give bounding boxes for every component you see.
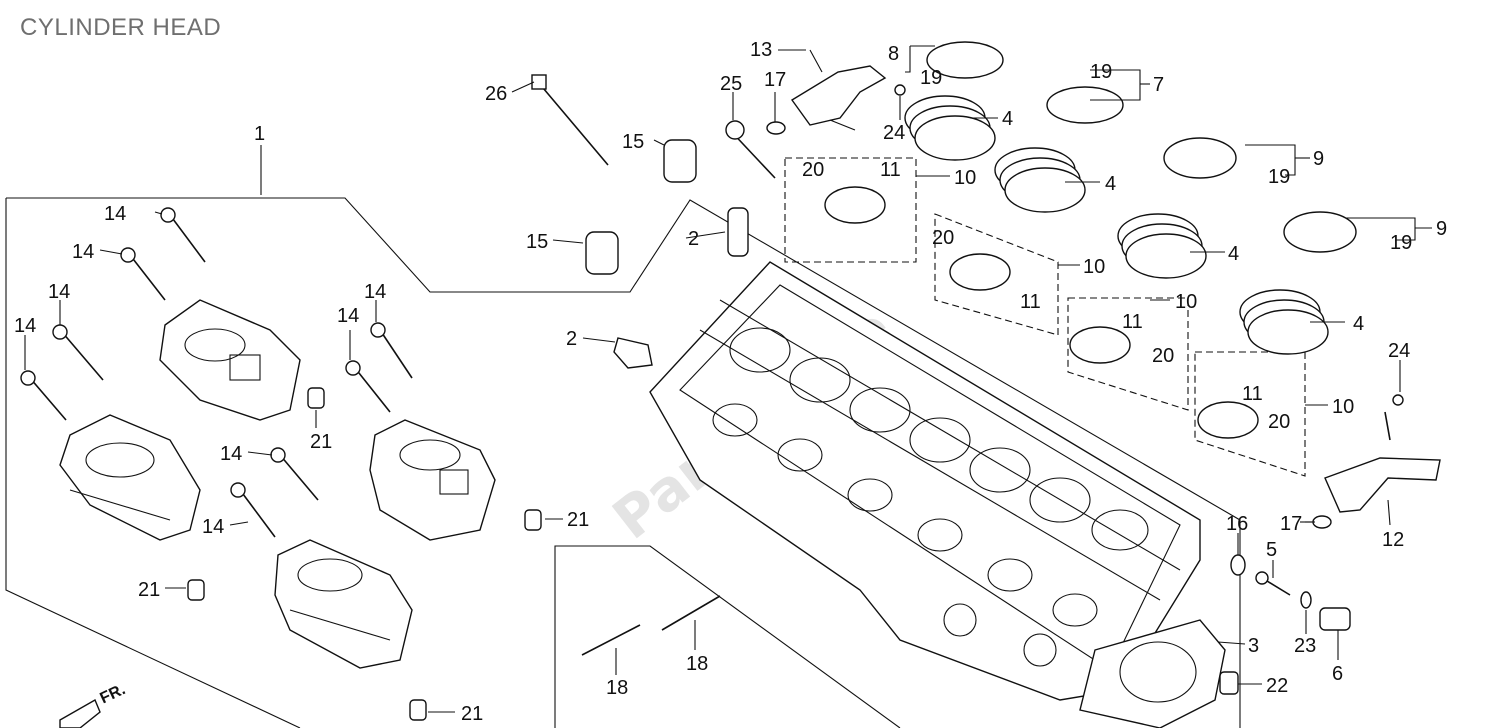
callout-10: 10 (1332, 396, 1354, 418)
callout-11: 11 (1242, 383, 1263, 405)
front-marker: FR. (59, 681, 129, 728)
callout-9: 9 (1436, 218, 1447, 240)
callout-14: 14 (72, 241, 94, 263)
callout-21: 21 (567, 509, 589, 531)
cam-holder-lower-left (59, 414, 201, 541)
cam-holder-center (369, 419, 496, 541)
callout-21: 21 (461, 703, 483, 725)
callout-18: 18 (606, 677, 628, 699)
callout-14: 14 (104, 203, 126, 225)
svg-text:FR.: FR. (98, 681, 129, 707)
leader-lines (24, 45, 1432, 713)
group-frame-studs (554, 545, 901, 728)
page-title: CYLINDER HEAD (20, 14, 222, 41)
callout-6: 6 (1332, 663, 1343, 685)
callout-4: 4 (1105, 173, 1116, 195)
small-parts (187, 74, 1404, 721)
callout-19: 19 (1268, 166, 1290, 188)
callout-19: 19 (920, 67, 942, 89)
callout-20: 20 (1152, 345, 1174, 367)
callout-10: 10 (954, 167, 976, 189)
callout-4: 4 (1002, 108, 1013, 130)
callout-25: 25 (720, 73, 742, 95)
callout-18: 18 (686, 653, 708, 675)
callout-21: 21 (310, 431, 332, 453)
callout-9: 9 (1313, 148, 1324, 170)
callout-13: 13 (750, 39, 772, 61)
callout-12: 12 (1382, 529, 1404, 551)
cam-holder-bottom (274, 539, 413, 669)
callout-20: 20 (802, 159, 824, 181)
group-frame-10c (1067, 297, 1189, 411)
callout-3: 3 (1248, 635, 1259, 657)
callout-11: 11 (1122, 311, 1143, 333)
head-gasket (1079, 619, 1226, 728)
cylinder-head (649, 261, 1201, 701)
callout-2: 2 (688, 228, 699, 250)
callout-23: 23 (1294, 635, 1316, 657)
callout-15: 15 (526, 231, 548, 253)
callout-4: 4 (1353, 313, 1364, 335)
group-frame-10a (784, 157, 917, 263)
callout-7: 7 (1153, 74, 1164, 96)
callout-19: 19 (1090, 61, 1112, 83)
insulators (904, 95, 1329, 355)
callout-24: 24 (1388, 340, 1410, 362)
callout-1: 1 (254, 123, 265, 145)
callout-17: 17 (764, 69, 786, 91)
callout-labels: 1 2 2 3 4 4 4 4 5 6 7 8 9 9 10 10 10 10 … (14, 39, 1447, 725)
callout-14: 14 (337, 305, 359, 327)
callout-20: 20 (1268, 411, 1290, 433)
callout-10: 10 (1175, 291, 1197, 313)
callout-14: 14 (220, 443, 242, 465)
callout-14: 14 (48, 281, 70, 303)
callout-2: 2 (566, 328, 577, 350)
group-frame-head (6, 197, 1241, 728)
callout-21: 21 (138, 579, 160, 601)
group-frame-10b (934, 213, 1059, 336)
callout-10: 10 (1083, 256, 1105, 278)
cam-holder-upper-left (159, 299, 301, 421)
water-pipe-upper (790, 49, 887, 131)
callout-20: 20 (932, 227, 954, 249)
callout-16: 16 (1226, 513, 1248, 535)
callout-26: 26 (485, 83, 507, 105)
callout-14: 14 (202, 516, 224, 538)
callout-14: 14 (14, 315, 36, 337)
water-pipe-right (1324, 457, 1441, 513)
holder-bolts (20, 207, 413, 538)
group-frame-10d (1194, 351, 1306, 477)
callout-4: 4 (1228, 243, 1239, 265)
callout-24: 24 (883, 122, 905, 144)
group-frame-left (5, 198, 301, 728)
callout-14: 14 (364, 281, 386, 303)
callout-17: 17 (1280, 513, 1302, 535)
callout-11: 11 (880, 159, 901, 181)
callout-19: 19 (1390, 232, 1412, 254)
callout-8: 8 (888, 43, 899, 65)
callout-22: 22 (1266, 675, 1288, 697)
clamps (824, 41, 1357, 439)
callout-11: 11 (1020, 291, 1041, 313)
callout-15: 15 (622, 131, 644, 153)
callout-5: 5 (1266, 539, 1277, 561)
